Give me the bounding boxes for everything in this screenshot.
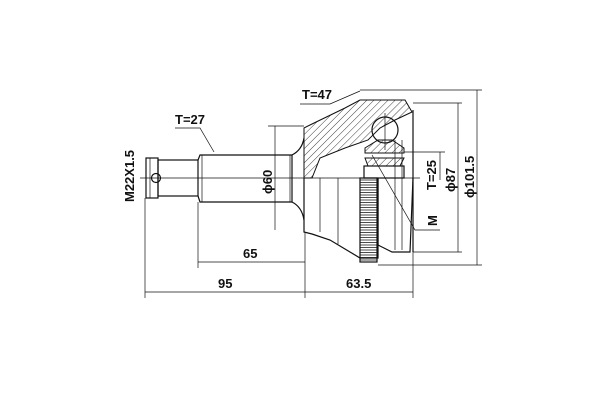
abs-ring [359, 177, 378, 263]
ball-cage [363, 113, 405, 179]
inner-teeth-label: T=25 [424, 160, 439, 190]
marker-label: M [425, 215, 440, 226]
outer-diameter-label: ϕ101.5 [462, 156, 477, 198]
shaft-teeth-label: T=27 [175, 112, 205, 127]
length-95-label: 95 [218, 276, 232, 291]
shaft [197, 137, 305, 221]
outer-teeth-label: T=47 [302, 87, 332, 102]
shaft-diameter-label: ϕ60 [260, 170, 275, 194]
length-63-5-label: 63.5 [346, 276, 371, 291]
seal-diameter-label: ϕ87 [443, 168, 458, 192]
thread-label: M22X1.5 [122, 150, 137, 202]
threaded-end [145, 157, 199, 199]
length-65-label: 65 [243, 246, 257, 261]
dimension-lines [144, 89, 482, 298]
